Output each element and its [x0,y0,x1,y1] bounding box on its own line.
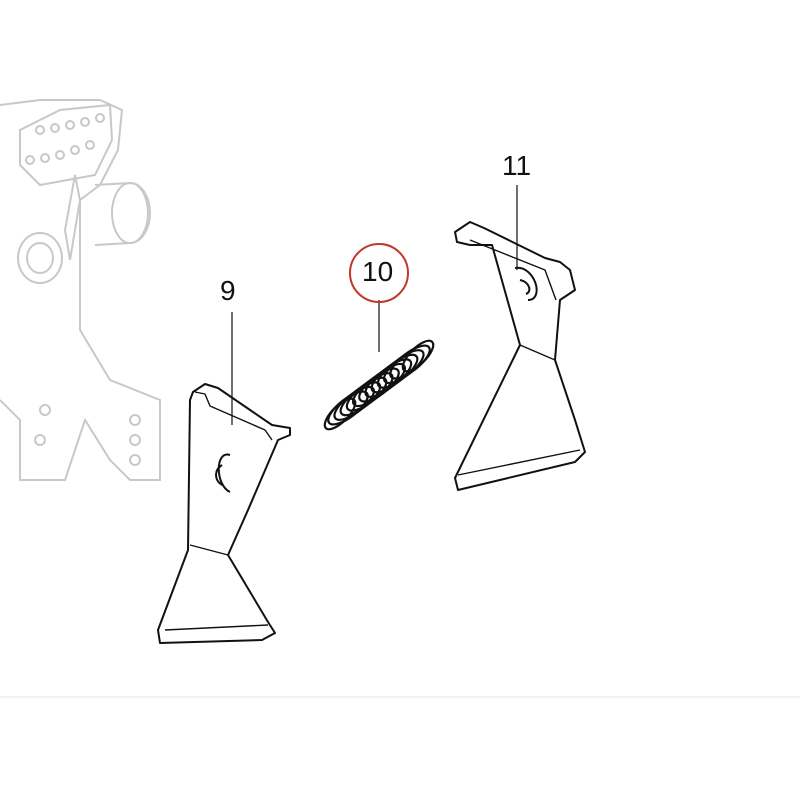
part-10-spring [323,339,435,431]
callout-10[interactable]: 10 [362,256,394,287]
part-9-drawing [157,312,291,644]
callout-11[interactable]: 11 [502,150,532,181]
part-11-drawing [454,185,586,491]
spring-hook [323,397,357,431]
spring-hook [401,339,435,373]
ghost-assembly [0,99,800,698]
callout-9[interactable]: 9 [220,275,236,306]
highlight-circle-10 [349,243,409,303]
